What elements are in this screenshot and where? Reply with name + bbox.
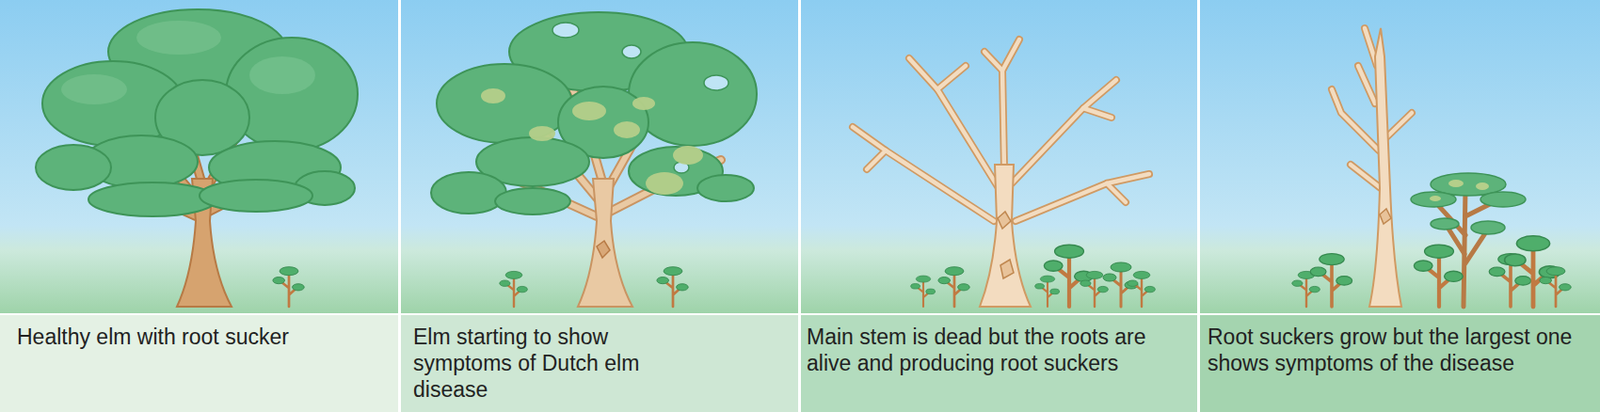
healthy-elm-part-part (136, 20, 222, 55)
diseased-elm-part-part (495, 188, 571, 215)
diseased-elm-part-part (480, 88, 506, 104)
sky-ground-part (1200, 0, 1600, 314)
diseased-elm-part-part (632, 96, 656, 111)
diseased-elm-part (656, 267, 688, 307)
diseased-sucker-part-part (1465, 230, 1488, 264)
sky-ground-part (0, 0, 399, 314)
healthy-elm-part-part (61, 74, 128, 105)
diseased-sucker-part-part (1471, 221, 1505, 235)
dead-elm-suckers-part-part (1011, 80, 1117, 184)
diseased-elm-part-part (622, 45, 641, 59)
diseased-sucker-part-part (1358, 65, 1376, 104)
healthy-elm-part-part (249, 56, 316, 95)
dead-elm-suckers-part-part (937, 65, 966, 90)
dead-elm-suckers-part (911, 275, 936, 307)
diseased-sucker-part (1292, 271, 1321, 307)
dead-elm-suckers-part-part (866, 150, 886, 170)
dead-elm-suckers-part-part (1083, 108, 1112, 118)
diseased-sucker-part-part (1350, 164, 1381, 189)
dead-elm-suckers-part-part (1106, 183, 1126, 203)
diseased-sucker (1292, 28, 1571, 307)
caption-panel: Root suckers grow but the largest one sh… (1200, 315, 1600, 412)
diseased-elm-part (499, 271, 528, 307)
diseased-elm-part-part (613, 121, 640, 139)
dead-elm-suckers-part (1000, 259, 1014, 279)
sky-ground-part (400, 0, 799, 314)
diseased-elm-part-part (672, 145, 704, 165)
caption-panel: Main stem is dead but the roots are aliv… (800, 315, 1198, 412)
diseased-elm-part (596, 240, 610, 258)
caption-panel: Elm starting to show symptoms of Dutch e… (400, 315, 799, 412)
dead-elm-suckers-part-part (1015, 174, 1150, 222)
diseased-elm (431, 12, 757, 307)
diseased-sucker-part-part (1410, 192, 1456, 208)
dead-elm-suckers-part (997, 211, 1011, 229)
caption-text: Main stem is dead but the roots are aliv… (806, 323, 1194, 377)
healthy-elm-part (61, 20, 316, 105)
dead-elm-suckers-part (1127, 271, 1156, 307)
dead-elm-suckers-part-part (937, 65, 966, 90)
dead-elm-suckers-part-part (1011, 80, 1117, 184)
diseased-elm-part-part (572, 101, 607, 121)
diseased-sucker-part (1331, 28, 1412, 189)
diseased-sucker-part-part (1463, 188, 1466, 307)
healthy-elm-part (272, 267, 304, 307)
dead-elm-suckers-part-part (852, 127, 994, 222)
dead-elm-suckers-part (1043, 244, 1093, 307)
diseased-elm-part (480, 88, 704, 195)
caption-text: Root suckers grow but the largest one sh… (1207, 323, 1584, 377)
caption-panel: Healthy elm with root sucker (0, 315, 399, 412)
healthy-elm-part (35, 9, 358, 217)
diseased-elm-part-part (431, 172, 507, 214)
diseased-sucker-part-part (1480, 192, 1526, 208)
diseased-sucker-part-part (1358, 65, 1376, 104)
sky-ground (0, 0, 1600, 314)
dead-elm-suckers-part-part (909, 58, 999, 189)
dead-elm-suckers-part-part (866, 150, 886, 170)
dead-elm-suckers-part-part (909, 58, 999, 189)
healthy-elm (35, 9, 358, 307)
diseased-sucker-part (1539, 267, 1571, 307)
dead-elm-suckers-part-part (1002, 39, 1020, 170)
diseased-sucker-part-part (1430, 218, 1459, 230)
diseased-sucker-part (1369, 28, 1402, 307)
healthy-elm-part-part (199, 179, 313, 212)
sky-ground-part (800, 0, 1198, 314)
diseased-sucker-part (1413, 244, 1463, 307)
diseased-elm-part (431, 12, 757, 215)
dead-elm-suckers-part (938, 267, 970, 307)
diseased-sucker-part-part (1350, 164, 1381, 189)
dead-elm-suckers-part-part (1083, 108, 1112, 118)
dead-elm-suckers-part-part (1106, 183, 1126, 203)
diseased-sucker-part (1410, 173, 1526, 235)
diseased-sucker-part (1379, 208, 1392, 224)
healthy-elm-part-part (88, 182, 217, 217)
caption-text: Healthy elm with root sucker (16, 323, 337, 351)
dead-elm-suckers-part-part (984, 51, 1003, 71)
caption-text: Elm starting to show symptoms of Dutch e… (413, 323, 696, 403)
healthy-elm-part-part (35, 144, 112, 191)
diseased-sucker-part-part (1448, 179, 1464, 188)
diseased-sucker-part-part (1475, 182, 1489, 191)
diseased-elm-part-part (436, 64, 573, 144)
diseased-elm-part-part (704, 75, 729, 91)
diseased-sucker-part-part (1429, 195, 1441, 202)
dead-elm-suckers (852, 39, 1155, 307)
diseased-sucker-part (1331, 28, 1412, 189)
dead-elm-suckers-part-part (984, 51, 1003, 71)
diseased-elm-part-part (645, 172, 684, 195)
diseased-elm-part-part (697, 175, 754, 202)
diseased-elm-part-part (528, 126, 556, 142)
diseased-sucker-part (1429, 179, 1489, 202)
dead-elm-suckers-part-part (1015, 174, 1150, 222)
dead-elm-suckers-part (1035, 275, 1060, 307)
dead-elm-suckers-part (979, 164, 1031, 307)
diseased-elm-part-part (552, 22, 579, 38)
diseased-elm-part (552, 22, 729, 174)
dead-elm-suckers-part-part (1002, 39, 1020, 170)
diseased-elm-part (577, 178, 633, 307)
diseased-sucker-part (1310, 254, 1352, 307)
